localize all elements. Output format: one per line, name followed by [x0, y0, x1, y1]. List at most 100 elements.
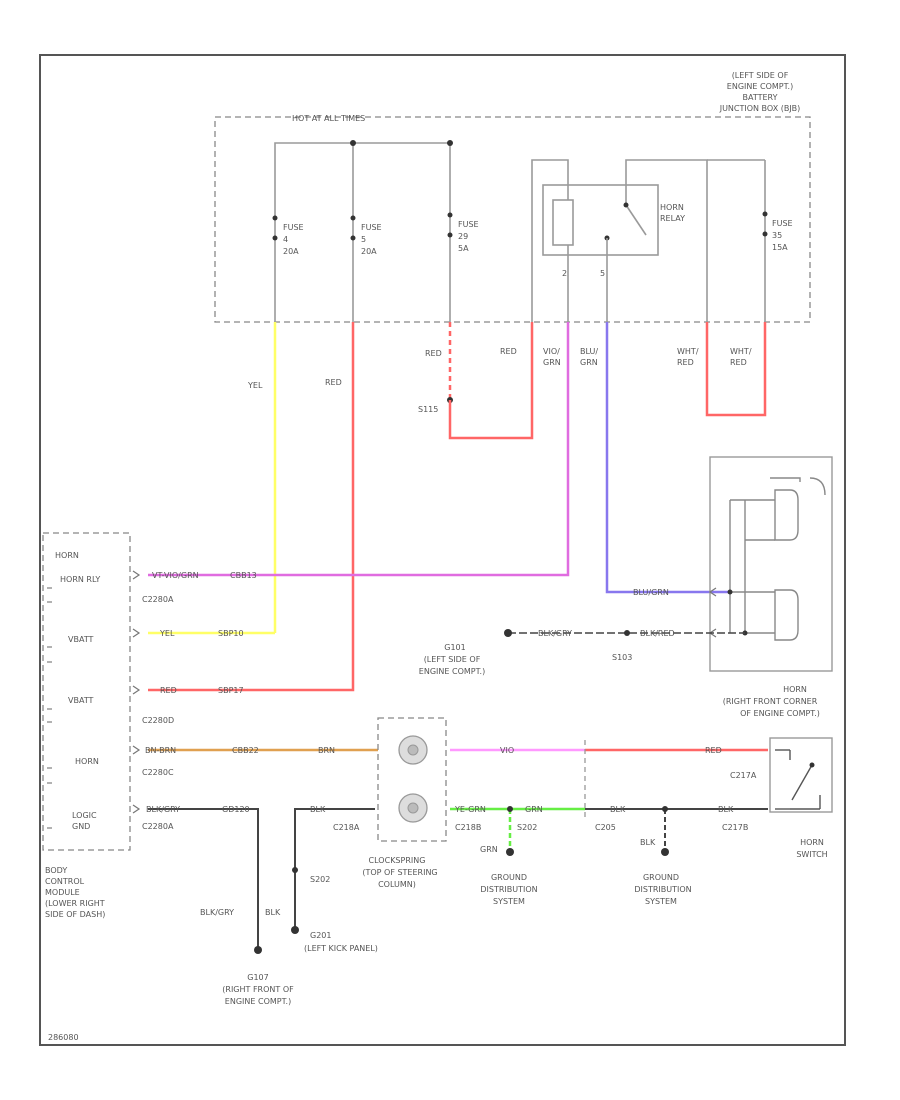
g201-loc: (LEFT KICK PANEL) — [304, 944, 378, 953]
lbl-red-c: RED — [325, 378, 342, 387]
gds2-label: GROUND DISTRIBUTION SYSTEM — [634, 873, 691, 906]
g101-loc-1: (LEFT SIDE OF — [424, 655, 481, 664]
bjb-name-2: JUNCTION BOX (BJB) — [719, 104, 801, 113]
fuse-5: FUSE 5 20A — [350, 210, 382, 322]
ground-gds2 — [661, 848, 669, 856]
relay-feed-left — [531, 159, 569, 322]
lbl-c205: C205 — [595, 823, 616, 832]
bjb-loc-1: (LEFT SIDE OF — [732, 71, 789, 80]
horn-loc-2: OF ENGINE COMPT.) — [740, 709, 820, 718]
fuse35-name: FUSE — [772, 219, 793, 228]
horn-label: HORN (RIGHT FRONT CORNER OF ENGINE COMPT… — [723, 685, 820, 718]
g201-name: G201 — [310, 931, 331, 940]
gds2-1: GROUND — [643, 873, 679, 882]
lbl-blu-1: BLU/ — [580, 347, 598, 356]
lbl-bn-brn: BN-BRN — [145, 746, 176, 755]
fuse-29: FUSE 29 5A — [447, 210, 479, 322]
bcm-label-1: BODY — [45, 866, 67, 875]
g107-label: G107 (RIGHT FRONT OF ENGINE COMPT.) — [222, 973, 294, 1006]
horn-relay: HORN RELAY 2 5 — [542, 184, 685, 322]
lbl-cbb22: CBB22 — [232, 746, 259, 755]
lbl-red-b: RED — [500, 347, 517, 356]
bcm-pin-vbatt1: VBATT — [68, 635, 94, 644]
splice-blk — [662, 806, 668, 812]
bcm-label-2: CONTROL — [45, 877, 85, 886]
bcm-connector-pins — [132, 570, 141, 814]
g101-loc-2: ENGINE COMPT.) — [419, 667, 485, 676]
lbl-c217b: C217B — [722, 823, 748, 832]
lbl-blk-4: BLK — [640, 838, 656, 847]
diagram-frame — [39, 54, 846, 1046]
bcm-label-3: MODULE — [45, 888, 80, 897]
horn-name: HORN — [783, 685, 807, 694]
wire-wht-red-fuse35 — [705, 322, 767, 417]
ground-gds1 — [506, 848, 514, 856]
g107-name: G107 — [247, 973, 268, 982]
conn-c2280a-1: C2280A — [142, 595, 174, 604]
fuse4-name: FUSE — [283, 223, 304, 232]
gds2-2: DISTRIBUTION — [634, 885, 691, 894]
fuse29-amp: 5A — [458, 244, 469, 253]
bus-splice-1 — [350, 140, 356, 146]
wire-blk-clockspring-left — [294, 808, 375, 930]
lbl-sbp10: SBP10 — [218, 629, 244, 638]
splice-s103 — [624, 630, 630, 636]
bcm-pin-horn: HORN — [55, 551, 79, 560]
fuse5-name: FUSE — [361, 223, 382, 232]
lbl-red-a: RED — [425, 349, 442, 358]
lbl-wht-red-2a: WHT/ — [730, 347, 752, 356]
horn-switch-2: SWITCH — [796, 850, 827, 859]
conn-c2280d: C2280D — [142, 716, 174, 725]
lbl-c217a: C217A — [730, 771, 757, 780]
horn-conn-1 — [708, 587, 717, 597]
clockspring-label: CLOCKSPRING (TOP OF STEERING COLUMN) — [362, 856, 437, 889]
lbl-blk-gry: BLK/GRY — [146, 805, 180, 814]
lbl-blu-2: GRN — [580, 358, 598, 367]
bcm-pin-horn-rly: HORN RLY — [60, 575, 100, 584]
horn-relay-box — [542, 184, 659, 256]
bcm-label: BODY CONTROL MODULE (LOWER RIGHT SIDE OF… — [45, 866, 105, 919]
lbl-yel: YEL — [247, 381, 263, 390]
fuse4-num: 4 — [283, 235, 288, 244]
lbl-s115: S115 — [418, 405, 438, 414]
relay-pin-5: 5 — [600, 269, 605, 278]
bcm-pin-vbatt2: VBATT — [68, 696, 94, 705]
clockspring-name: CLOCKSPRING — [369, 856, 426, 865]
fuse29-num: 29 — [458, 232, 468, 241]
bcm-label-4: (LOWER RIGHT — [45, 899, 105, 908]
lbl-blk-gry-3: BLK/GRY — [200, 908, 234, 917]
bjb-name-1: BATTERY — [743, 93, 778, 102]
footer-code: 286080 — [48, 1033, 79, 1042]
lbl-cbb13: CBB13 — [230, 571, 257, 580]
ground-g201 — [291, 926, 299, 934]
lbl-red-bcm: RED — [160, 686, 177, 695]
g107-loc-2: ENGINE COMPT.) — [225, 997, 291, 1006]
lbl-brn-2: BRN — [318, 746, 335, 755]
clockspring-loc-1: (TOP OF STEERING — [362, 868, 437, 877]
conn-c2280a-2: C2280A — [142, 822, 174, 831]
wire-blu-grn-relay — [605, 322, 730, 594]
fuse35-amp: 15A — [772, 243, 788, 252]
lbl-s103: S103 — [612, 653, 632, 662]
gds1-2: DISTRIBUTION — [480, 885, 537, 894]
lbl-c218a: C218A — [333, 823, 360, 832]
wire-red-s115-loop — [448, 322, 534, 440]
fuse4-amp: 20A — [283, 247, 299, 256]
lbl-yel-bcm: YEL — [159, 629, 175, 638]
clockspring-box — [377, 717, 447, 842]
horn-node-1 — [727, 589, 733, 595]
horn-symbol — [729, 477, 826, 641]
lbl-blk: BLK — [310, 805, 326, 814]
lbl-wht-red-1b: RED — [677, 358, 694, 367]
horn-relay-subtitle: RELAY — [660, 214, 685, 223]
g107-loc-1: (RIGHT FRONT OF — [222, 985, 294, 994]
bcm-pin-ticks — [47, 587, 52, 829]
fuse-4: FUSE 4 20A — [272, 210, 304, 322]
lbl-gd120: GD120 — [222, 805, 250, 814]
horn-relay-title: HORN — [660, 203, 684, 212]
hot-bus — [274, 142, 451, 210]
lbl-wht-red-1a: WHT/ — [677, 347, 699, 356]
g101-name: G101 — [444, 643, 465, 652]
wire-blk-gry-bcm — [148, 808, 259, 950]
